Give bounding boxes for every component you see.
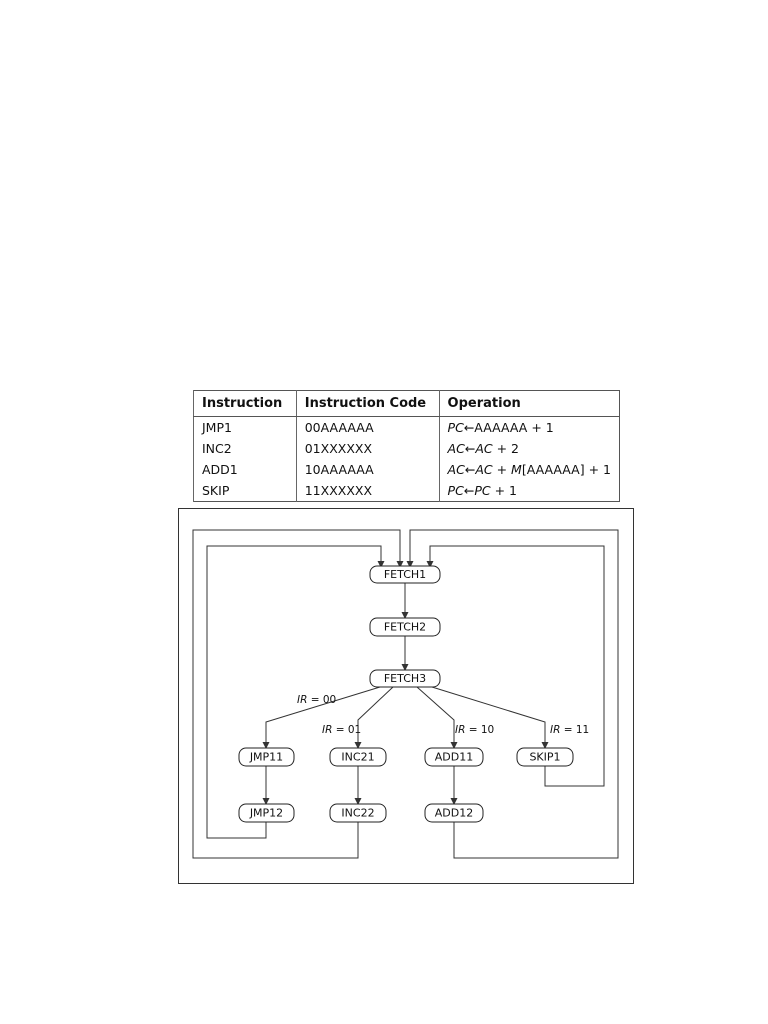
header-instruction-code: Instruction Code: [295, 390, 440, 417]
header-instruction: Instruction: [193, 390, 297, 417]
edge-skip1-to-fetch1: [426, 545, 605, 787]
op-var: PC: [447, 483, 464, 498]
state-node-fetch3: FETCH3: [369, 669, 441, 688]
edge-label-var: IR: [550, 724, 560, 736]
edge-label-rest: = 10: [465, 724, 494, 736]
cell-operation: AC←AC + M[AAAAAA] + 1: [438, 459, 620, 480]
state-node-jmp11: JMP11: [238, 747, 295, 767]
table-row: ADD1 10AAAAAA AC←AC + M[AAAAAA] + 1: [193, 459, 620, 480]
edge-fetch3-to-inc21: [354, 686, 394, 749]
cell-instruction: ADD1: [193, 459, 297, 480]
edge-label-ir-01: IR = 01: [322, 724, 361, 736]
state-node-fetch1: FETCH1: [369, 565, 441, 584]
state-node-skip1: SKIP1: [516, 747, 574, 767]
state-node-fetch2: FETCH2: [369, 617, 441, 637]
state-label: FETCH3: [384, 672, 426, 685]
op-var2: AC: [475, 462, 493, 477]
op-var3: M: [511, 462, 522, 477]
state-label: ADD11: [435, 751, 473, 764]
edge-label-rest: = 01: [332, 724, 361, 736]
op-mid: +: [492, 462, 512, 477]
edge-label-rest: = 00: [307, 694, 336, 706]
cell-instruction: SKIP: [193, 480, 297, 502]
edge-jmp12-to-fetch1: [206, 545, 385, 839]
op-arrow: ←: [464, 441, 476, 456]
state-label: SKIP1: [529, 751, 560, 764]
state-node-inc22: INC22: [329, 803, 387, 823]
state-node-add12: ADD12: [424, 803, 484, 823]
edge-fetch3-to-add11: [416, 686, 458, 749]
cell-code: 10AAAAAA: [295, 459, 440, 480]
edge-label-ir-10: IR = 10: [455, 724, 494, 736]
op-arrow: ←: [464, 462, 476, 477]
state-label: INC21: [341, 751, 374, 764]
op-rest: [AAAAAA] + 1: [521, 462, 611, 477]
cell-code: 00AAAAAA: [295, 416, 440, 438]
op-rest: ←AAAAAA + 1: [463, 420, 554, 435]
edge-label-ir-00: IR = 00: [297, 694, 336, 706]
state-node-add11: ADD11: [424, 747, 484, 767]
state-label: INC22: [341, 807, 374, 820]
op-rest: + 2: [492, 441, 519, 456]
edge-inc22-to-fetch1: [192, 529, 404, 859]
state-label: FETCH2: [384, 621, 426, 634]
edge-label-rest: = 11: [560, 724, 589, 736]
state-label: FETCH1: [384, 568, 426, 581]
header-operation: Operation: [438, 390, 620, 417]
state-label: ADD12: [435, 807, 473, 820]
op-var: PC: [447, 420, 464, 435]
state-diagram-frame: [178, 508, 634, 884]
edge-add12-to-fetch1: [406, 529, 619, 859]
instruction-table: Instruction Instruction Code Operation J…: [193, 390, 620, 502]
op-var: AC: [447, 441, 465, 456]
op-arrow: ←: [463, 483, 475, 498]
table-row: JMP1 00AAAAAA PC←AAAAAA + 1: [193, 416, 620, 438]
cell-code: 01XXXXXX: [295, 438, 440, 459]
cell-operation: PC←PC + 1: [438, 480, 620, 502]
cell-instruction: INC2: [193, 438, 297, 459]
state-label: JMP11: [249, 751, 283, 764]
table-header-row: Instruction Instruction Code Operation: [193, 390, 620, 417]
edge-fetch3-to-jmp11: [262, 686, 381, 749]
edge-label-var: IR: [455, 724, 465, 736]
op-var2: AC: [475, 441, 493, 456]
cell-operation: AC←AC + 2: [438, 438, 620, 459]
cell-operation: PC←AAAAAA + 1: [438, 416, 620, 438]
table-row: INC2 01XXXXXX AC←AC + 2: [193, 438, 620, 459]
state-label: JMP12: [249, 807, 283, 820]
cell-instruction: JMP1: [193, 416, 297, 438]
table-row: SKIP 11XXXXXX PC←PC + 1: [193, 480, 620, 502]
edge-label-var: IR: [297, 694, 307, 706]
op-rest: + 1: [490, 483, 517, 498]
cell-code: 11XXXXXX: [295, 480, 440, 502]
op-var2: PC: [474, 483, 491, 498]
edge-label-var: IR: [322, 724, 332, 736]
edge-label-ir-11: IR = 11: [550, 724, 589, 736]
edge-fetch3-to-skip1: [431, 686, 549, 749]
op-var: AC: [447, 462, 465, 477]
state-node-jmp12: JMP12: [238, 803, 295, 823]
state-node-inc21: INC21: [329, 747, 387, 767]
